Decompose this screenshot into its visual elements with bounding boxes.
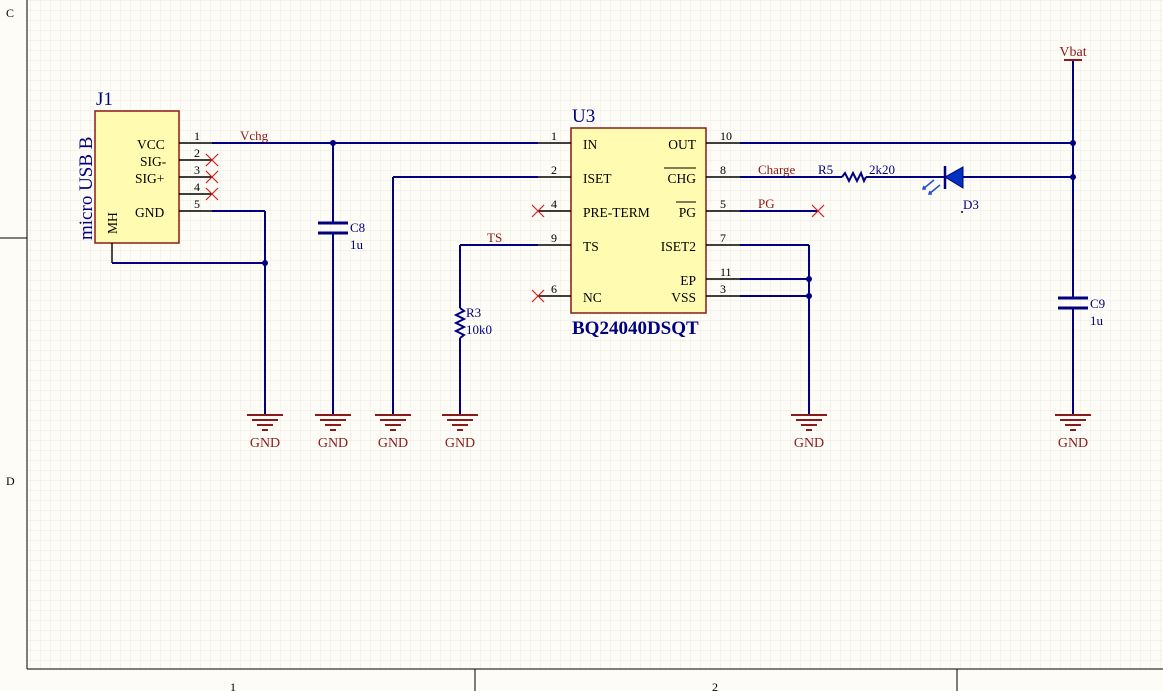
u3-pin-number: 7	[720, 231, 726, 245]
net-label-ts[interactable]: TS	[487, 230, 502, 245]
j1-body[interactable]	[94, 110, 180, 244]
j1-pin1-name: VCC	[137, 137, 165, 152]
u3-pin-pre-term: PRE-TERM	[583, 205, 650, 220]
led-d3[interactable]: D3	[921, 166, 979, 213]
zone-label-1: 1	[230, 680, 236, 691]
j1-pin2-name: SIG-	[140, 154, 167, 169]
zone-label-d: D	[6, 474, 15, 488]
u3-pin-chg: CHG	[667, 171, 696, 186]
u3-pin-number: 11	[720, 265, 732, 279]
u3-designator: U3	[572, 106, 595, 127]
gnd-label: GND	[378, 436, 408, 451]
u3-pin-number: 5	[720, 197, 726, 211]
net-label-pg[interactable]: PG	[758, 196, 775, 211]
connector-j1[interactable]: J1 micro USB B MH VCC SIG- SIG+ GND 1 2 …	[76, 89, 219, 263]
u3-pin-number: 3	[720, 282, 726, 296]
capacitor-c9[interactable]: C9 1u	[1058, 296, 1105, 328]
j1-pin3-name: SIG+	[135, 171, 164, 186]
j1-pin4-number: 4	[194, 180, 200, 194]
ground-port[interactable]: GND	[314, 414, 352, 451]
j1-comment: micro USB B	[76, 137, 97, 240]
u3-pin-number: 8	[720, 163, 726, 177]
ground-port[interactable]: GND	[1054, 414, 1092, 451]
gnd-label: GND	[794, 436, 824, 451]
gnd-label: GND	[250, 436, 280, 451]
u3-pin-number: 10	[720, 129, 732, 143]
d3-designator: D3	[963, 197, 979, 212]
ground-port[interactable]: GND	[246, 414, 284, 451]
c8-designator: C8	[350, 220, 365, 235]
j1-mh-label: MH	[105, 212, 120, 234]
resistor-r3[interactable]: R3 10k0	[453, 305, 492, 339]
zone-label-2: 2	[712, 680, 718, 691]
j1-pin5-name: GND	[135, 205, 164, 220]
u3-body[interactable]	[570, 127, 707, 314]
u3-pin-nc: NC	[583, 290, 602, 305]
net-label-vchg[interactable]: Vchg	[240, 128, 269, 143]
ic-u3[interactable]: U3 BQ24040DSQT 1 2 4 9 6 IN ISET PRE-TER…	[531, 106, 825, 339]
junction-dot	[1070, 140, 1076, 146]
u3-pin-pg: PG	[679, 205, 697, 220]
gnd-label: GND	[445, 436, 475, 451]
u3-pin-number: 6	[551, 282, 557, 296]
u3-pin-vss: VSS	[671, 290, 696, 305]
u3-comment: BQ24040DSQT	[572, 318, 699, 339]
u3-pin-number: 9	[551, 231, 557, 245]
gnd-label: GND	[1058, 436, 1088, 451]
j1-pin1-number: 1	[194, 129, 200, 143]
light-emission-arrows	[921, 179, 941, 195]
u3-pin-ep: EP	[680, 273, 696, 288]
u3-pin-out: OUT	[668, 137, 696, 152]
c9-designator: C9	[1090, 296, 1105, 311]
vbat-label: Vbat	[1059, 45, 1086, 60]
r5-value: 2k20	[869, 162, 895, 177]
r3-designator: R3	[466, 305, 481, 320]
r5-designator: R5	[818, 162, 833, 177]
j1-designator: J1	[96, 89, 113, 110]
u3-pin-iset: ISET	[583, 171, 612, 186]
u3-pin-in: IN	[583, 137, 597, 152]
net-label-charge[interactable]: Charge	[758, 162, 796, 177]
junction-dot	[806, 276, 812, 282]
junction-dot	[330, 140, 336, 146]
u3-pin-number: 1	[551, 129, 557, 143]
r3-value: 10k0	[466, 322, 492, 337]
u3-pin-number: 2	[551, 163, 557, 177]
c9-value: 1u	[1090, 313, 1104, 328]
sheet-grid	[27, 0, 1163, 669]
u3-pin-number: 4	[551, 197, 557, 211]
ground-port[interactable]: GND	[790, 414, 828, 451]
zone-label-c: C	[6, 6, 14, 20]
origin-dot	[961, 211, 963, 213]
j1-pin3-number: 3	[194, 163, 200, 177]
wires	[112, 60, 1074, 415]
resistor-r5[interactable]: R5 2k20	[818, 162, 895, 184]
ground-port[interactable]: GND	[374, 414, 412, 451]
junction-dot	[262, 260, 268, 266]
c8-value: 1u	[350, 237, 364, 252]
j1-pin5-number: 5	[194, 197, 200, 211]
j1-pin2-number: 2	[194, 146, 200, 160]
junctions	[262, 140, 1076, 299]
capacitor-c8[interactable]: C8 1u	[318, 220, 365, 252]
gnd-label: GND	[318, 436, 348, 451]
junction-dot	[1070, 174, 1076, 180]
power-port-vbat[interactable]: Vbat	[1059, 45, 1087, 61]
junction-dot	[806, 293, 812, 299]
ground-port[interactable]: GND	[441, 414, 479, 451]
u3-pin-iset2: ISET2	[661, 239, 696, 254]
u3-pin-ts: TS	[583, 239, 599, 254]
